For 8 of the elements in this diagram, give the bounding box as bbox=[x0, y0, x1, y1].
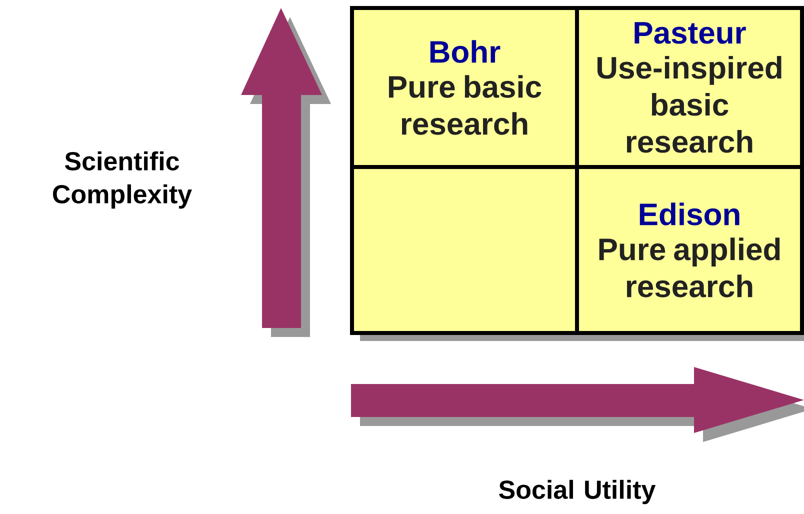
axis-label: Scientific Complexity bbox=[53, 151, 192, 209]
cell-heading: Bohr bbox=[430, 40, 500, 63]
cell-heading: Pasteur bbox=[634, 22, 746, 44]
axis-label: Social Utility bbox=[499, 480, 656, 504]
cell-text: Pure applied research bbox=[599, 238, 780, 298]
cell-heading: Edison bbox=[640, 202, 740, 226]
cell-text: Pure basic research bbox=[388, 75, 542, 135]
cell-text: Use-inspired basic research bbox=[597, 56, 782, 153]
